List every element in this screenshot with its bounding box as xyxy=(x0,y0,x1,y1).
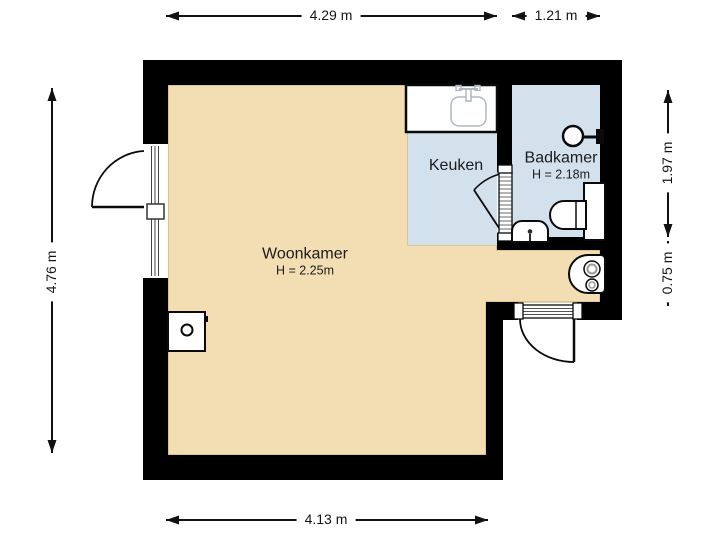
walls xyxy=(143,60,622,480)
dimension-label-right-upper: 1.97 m xyxy=(657,133,679,193)
wall-woonkamer-right-lower xyxy=(486,305,503,480)
wall-left-upper xyxy=(143,60,168,144)
entry-door xyxy=(513,302,583,363)
wall-cabinet xyxy=(167,311,208,352)
woonkamer-name: Woonkamer xyxy=(262,245,348,263)
room-label-keuken: Keuken xyxy=(429,157,483,175)
dimension-label-top-main: 4.29 m xyxy=(301,5,361,27)
floors xyxy=(167,84,601,456)
room-label-woonkamer: Woonkamer H = 2.25m xyxy=(262,246,348,279)
keuken-badkamer-door xyxy=(473,164,513,242)
left-door-swing xyxy=(91,150,145,209)
wall-top xyxy=(143,60,622,85)
hand-basin xyxy=(511,220,549,243)
dimension-label-top-secondary: 1.21 m xyxy=(526,5,586,27)
kitchen-sink xyxy=(404,83,499,134)
badkamer-height: H = 2.18m xyxy=(531,168,591,183)
room-label-badkamer: Badkamer H = 2.18m xyxy=(525,150,598,183)
badkamer-name: Badkamer xyxy=(524,149,598,167)
left-window xyxy=(143,144,168,278)
dimension-label-left: 4.76 m xyxy=(41,242,63,302)
wall-niche-bottom-right xyxy=(577,302,622,320)
keuken-name: Keuken xyxy=(428,156,484,174)
woonkamer-height: H = 2.25m xyxy=(275,264,334,279)
shower-head-icon xyxy=(561,124,604,148)
dimension-label-right-lower: 0.75 m xyxy=(657,243,679,303)
dimension-label-bottom: 4.13 m xyxy=(296,509,356,531)
toilet xyxy=(548,182,606,241)
wall-bottom xyxy=(143,455,503,480)
boiler xyxy=(568,254,606,294)
wall-right-outer xyxy=(600,60,622,320)
wall-left-lower xyxy=(143,278,168,480)
wall-divider-upper xyxy=(497,85,512,172)
